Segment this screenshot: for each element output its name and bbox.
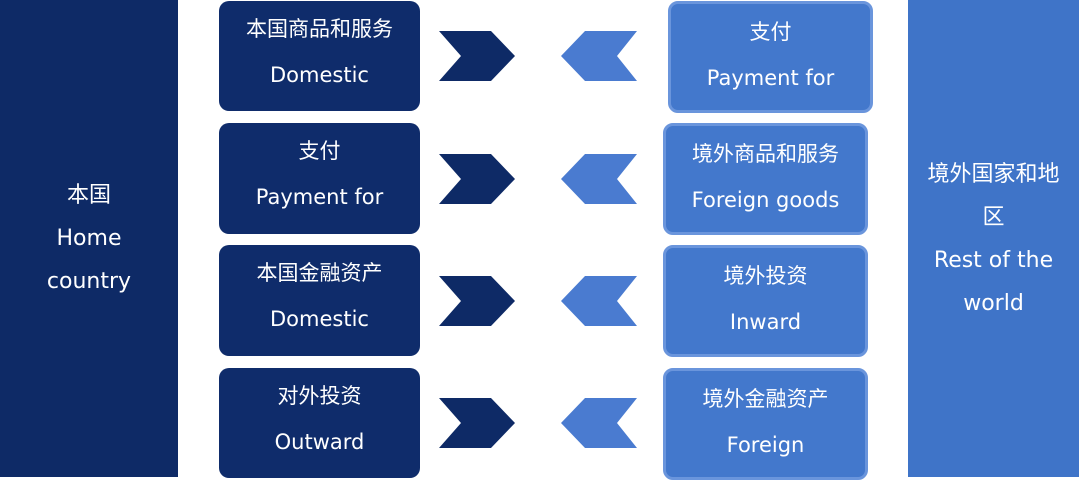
rest-of-world-label-en-2: world [963,290,1024,316]
rest-of-world-label-cn-2: 区 [982,204,1005,230]
home-country-label-en-1: Home [56,226,122,251]
foreign-box-row-4: 境外金融资产 Foreign [663,368,868,480]
domestic-box-cn: 对外投资 [277,384,362,408]
foreign-box-cn: 境外投资 [723,264,808,288]
home-country-panel: 本国 Home country [0,0,178,477]
foreign-box-cn: 境外金融资产 [702,387,829,411]
foreign-box-cn: 境外商品和服务 [692,142,839,166]
domestic-box-row-4: 对外投资 Outward [219,368,420,478]
rest-of-world-label-en-1: Rest of the [933,247,1054,273]
foreign-box-row-1: 支付 Payment for [668,1,873,113]
foreign-box-cn: 支付 [749,20,792,44]
chevron-right-icon [439,398,515,448]
home-country-label-en-2: country [46,269,132,294]
home-country-label-cn: 本国 [66,183,111,208]
chevron-right-icon [439,276,515,326]
chevron-left-icon [561,154,637,204]
foreign-box-en: Payment for [706,66,835,90]
domestic-box-en: Domestic [270,307,369,331]
domestic-box-en: Outward [274,430,365,454]
foreign-box-row-2: 境外商品和服务 Foreign goods [663,123,868,235]
chevron-left-icon [561,398,637,448]
chevron-left-icon [561,31,637,81]
domestic-box-cn: 支付 [298,139,341,163]
foreign-box-en: Foreign [726,433,805,457]
domestic-box-cn: 本国金融资产 [256,261,383,285]
foreign-box-en: Inward [729,310,802,334]
chevron-left-icon [561,276,637,326]
domestic-box-cn: 本国商品和服务 [246,17,393,41]
domestic-box-row-1: 本国商品和服务 Domestic [219,1,420,111]
rest-of-world-panel: 境外国家和地 区 Rest of the world [908,0,1079,477]
domestic-box-row-2: 支付 Payment for [219,123,420,234]
rest-of-world-label-cn-1: 境外国家和地 [927,161,1060,187]
chevron-right-icon [439,154,515,204]
domestic-box-en: Payment for [255,185,384,209]
chevron-right-icon [439,31,515,81]
foreign-box-row-3: 境外投资 Inward [663,245,868,357]
domestic-box-row-3: 本国金融资产 Domestic [219,245,420,356]
domestic-box-en: Domestic [270,63,369,87]
foreign-box-en: Foreign goods [691,188,840,212]
